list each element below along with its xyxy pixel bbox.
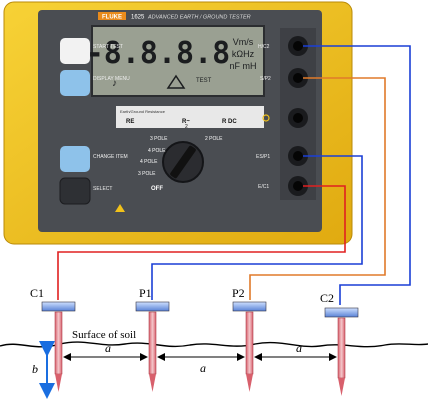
electrode-p2-label: P2 — [232, 286, 245, 300]
depth-label: b — [32, 362, 38, 376]
electrode-c1-label: C1 — [30, 286, 44, 300]
lcd-digits: -8.8.8.8 — [86, 36, 231, 71]
start-test-button[interactable] — [60, 38, 90, 64]
pole-2-label: 2 POLE — [205, 136, 223, 142]
device-title: ADVANCED EARTH / GROUND TESTER — [147, 15, 251, 21]
lead-esp1 — [151, 155, 363, 300]
select-label: SELECT — [93, 186, 112, 192]
lcd-warning-icon — [166, 74, 186, 89]
panel-warning-icon — [115, 204, 125, 212]
earth-label: Earth/Ground Resistance — [120, 109, 166, 114]
jack-ec1[interactable] — [288, 176, 308, 196]
pole-3b-label: 3 POLE — [138, 171, 156, 177]
brand-label: FLUKE — [102, 15, 122, 21]
display-menu-label: DISPLAY MENU — [93, 76, 130, 82]
select-button[interactable] — [59, 177, 91, 205]
pole-2b-label: 2 — [185, 124, 188, 130]
jack-ec1-label: E/C1 — [258, 184, 269, 190]
lcd-units-mid: kΩHz — [232, 49, 255, 59]
lead-sp2 — [249, 77, 386, 300]
jack-sp2-label: S/P2 — [260, 76, 271, 82]
soil-label: Surface of soil — [72, 329, 136, 341]
spacing-label-3: a — [296, 341, 302, 355]
spacing-label-1: a — [105, 341, 111, 355]
electrode-p2: P2 — [232, 286, 267, 392]
pole-4-label: 4 POLE — [148, 148, 166, 154]
clamp-icon — [262, 114, 270, 122]
selector-knob — [170, 145, 196, 179]
lcd-note-icon: ♪ — [112, 78, 117, 89]
re-label: RE — [126, 119, 134, 125]
electrode-c2-label: C2 — [320, 291, 334, 305]
electrode-p1-label: P1 — [139, 286, 152, 300]
pole-4b-label: 4 POLE — [140, 159, 158, 165]
rstar-label: R~ — [182, 119, 190, 125]
jack-aux[interactable] — [288, 108, 308, 128]
model-label: 1625 — [131, 15, 145, 21]
electrode-c1: C1 — [30, 286, 76, 392]
lead-hc2 — [303, 45, 411, 305]
spacing-label-2: a — [200, 361, 206, 375]
jack-hc2[interactable] — [288, 36, 308, 56]
jack-sp2[interactable] — [288, 68, 308, 88]
lcd-units-bot: nF mH — [230, 61, 257, 71]
lcd-display — [91, 25, 265, 97]
lcd-units-top: Vm/s — [233, 37, 254, 47]
change-item-label: CHANGE ITEM — [93, 154, 128, 160]
jack-esp1[interactable] — [288, 146, 308, 166]
soil-surface-line — [0, 341, 428, 348]
off-label: OFF — [151, 186, 163, 192]
display-menu-button[interactable] — [60, 70, 90, 96]
electrode-c2: C2 — [320, 291, 359, 396]
brand-badge — [98, 12, 126, 20]
mode-panel — [116, 106, 264, 128]
jack-hc2-label: H/C2 — [258, 44, 270, 50]
start-test-label: START TEST — [93, 44, 123, 50]
lcd-test-label: TEST — [196, 78, 212, 84]
ground-tester: FLUKE 1625 ADVANCED EARTH / GROUND TESTE… — [3, 1, 353, 245]
lead-ec1 — [57, 185, 346, 300]
test-leads — [57, 45, 411, 305]
electrode-p1: P1 — [135, 286, 170, 392]
rdc-label: R DC — [222, 119, 237, 125]
jack-esp1-label: ES/P1 — [256, 154, 270, 160]
pole-3-label: 3 POLE — [150, 136, 168, 142]
change-item-button[interactable] — [60, 146, 90, 172]
